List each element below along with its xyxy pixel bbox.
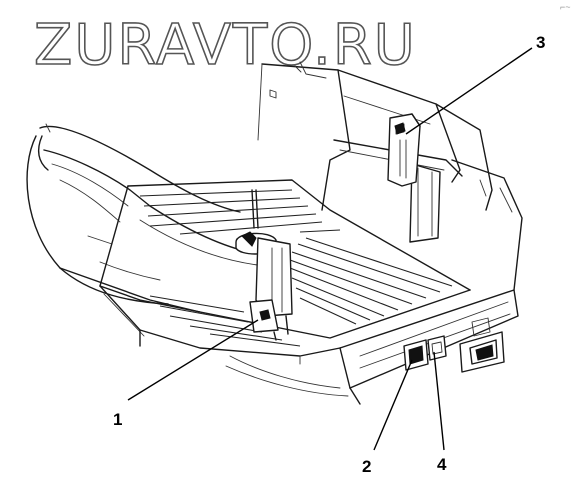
- callout-2: 2: [362, 457, 371, 476]
- corner-mark: ⌐~: [560, 2, 571, 12]
- callout-4: 4: [437, 455, 447, 474]
- spare-wheel-mount: [387, 113, 421, 187]
- cab-rear: [257, 61, 523, 291]
- front-fender: [26, 123, 271, 313]
- bed-floor: [99, 179, 471, 365]
- hand-pump-jack: [235, 189, 293, 341]
- switch-2: [403, 339, 429, 371]
- tail-light: [459, 331, 505, 373]
- bed-side-panel: [409, 163, 441, 243]
- leader-line-3: [405, 47, 533, 135]
- switch-4: [427, 335, 447, 361]
- leader-line-4: [433, 351, 445, 451]
- callout-3: 3: [536, 33, 545, 52]
- leader-line-1: [127, 319, 259, 401]
- leader-line-2: [373, 359, 413, 451]
- callout-1: 1: [113, 410, 122, 429]
- watermark: ZURAVTO.RU: [34, 13, 417, 78]
